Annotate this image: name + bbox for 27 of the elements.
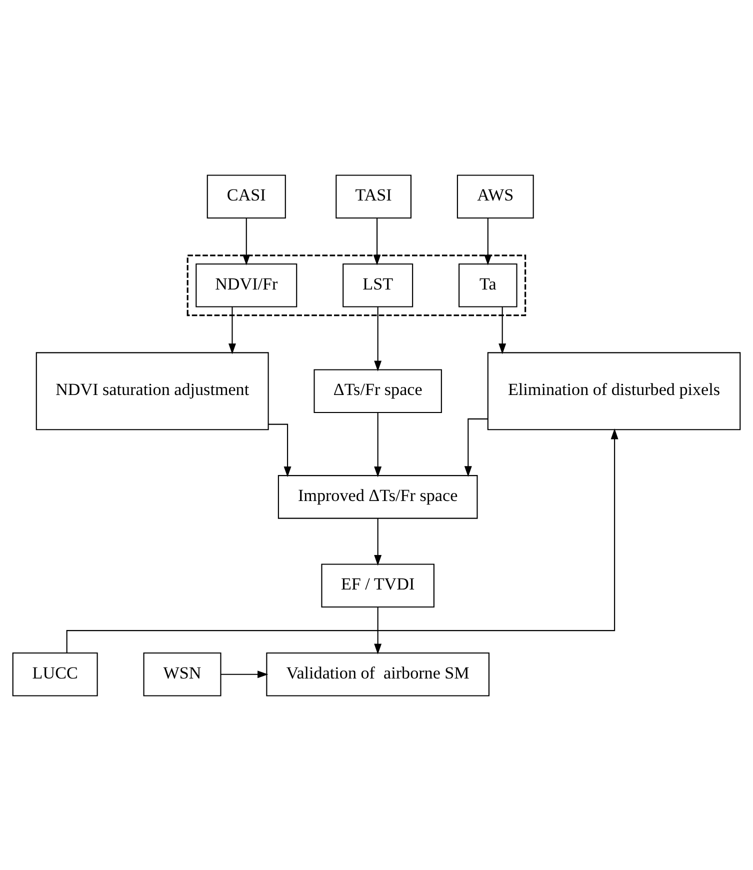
node-box: WSN: [143, 652, 222, 696]
arrow: [66, 428, 618, 652]
arrow: [498, 306, 506, 354]
node-box: CASI: [206, 174, 286, 218]
arrow: [374, 606, 382, 654]
node-box: LST: [342, 262, 414, 307]
arrow: [484, 218, 492, 265]
arrow: [268, 423, 292, 477]
arrow: [220, 670, 268, 678]
node-box: AWS: [456, 174, 534, 218]
arrow: [374, 412, 382, 477]
node-box: EF / TVDI: [321, 563, 434, 608]
arrow: [373, 218, 381, 265]
node-box: Improved ΔTs/Fr space: [278, 474, 478, 518]
node-box: NDVI/Fr: [196, 262, 298, 307]
arrow: [242, 218, 250, 265]
node-box: Ta: [458, 262, 518, 307]
arrow: [374, 306, 382, 371]
node-box: ΔTs/Fr space: [314, 368, 442, 413]
node-box: LUCC: [12, 652, 98, 696]
arrow: [464, 418, 488, 476]
node-box: NDVI saturation adjustment: [36, 352, 269, 430]
node-box: TASI: [336, 174, 412, 218]
node-box: Elimination of disturbed pixels: [487, 352, 741, 430]
arrow: [374, 518, 382, 566]
node-box: Validation of airborne SM: [266, 652, 490, 696]
arrow: [228, 306, 236, 354]
